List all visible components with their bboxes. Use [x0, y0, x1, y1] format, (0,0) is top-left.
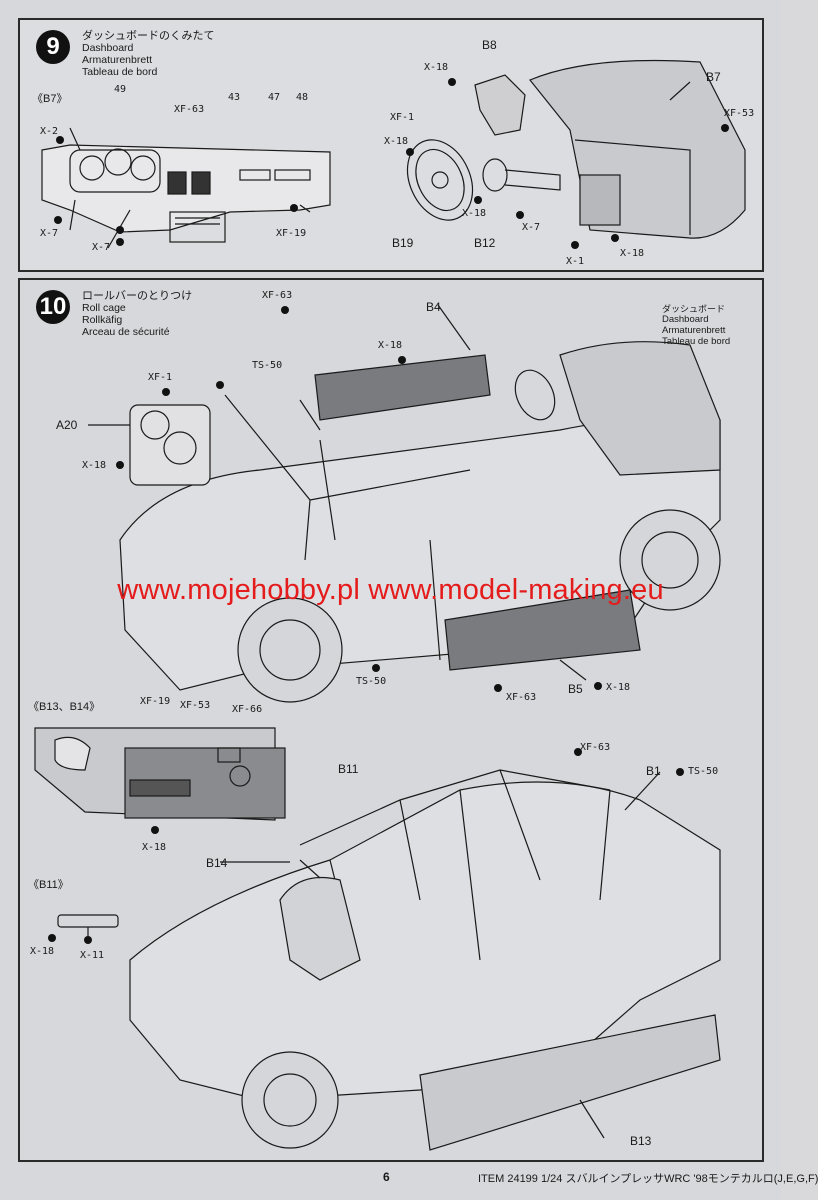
- callout-xf53-b: XF-53: [180, 700, 211, 711]
- step-10-title-de: Rollkäfig: [82, 314, 123, 326]
- callout-xf66: XF-66: [232, 704, 263, 715]
- watermark: www.mojehobby.pl www.model-making.eu: [117, 574, 664, 606]
- b7-view-label: 《B7》: [32, 93, 68, 105]
- callout-x11: X-11: [80, 950, 105, 961]
- page-number: 6: [383, 1170, 390, 1184]
- callout-b12: B12: [474, 236, 496, 250]
- callout-x18-f: X-18: [82, 460, 107, 471]
- callout-b5: B5: [568, 682, 583, 696]
- callout-xf19-b: XF-19: [140, 696, 171, 707]
- callout-x18-e: X-18: [378, 340, 403, 351]
- callout-b8: B8: [482, 38, 497, 52]
- callout-x18-b: X-18: [384, 136, 409, 147]
- step-9-title-en: Dashboard: [82, 42, 134, 54]
- step-10-panel: [18, 278, 764, 1162]
- step-10-title-fr: Arceau de sécurité: [82, 326, 170, 338]
- step-9-title-de: Armaturenbrett: [82, 54, 153, 66]
- step-9-title-jp: ダッシュボードのくみたて: [82, 29, 215, 42]
- callout-x2: X-2: [40, 126, 59, 137]
- dash-label-fr: Tableau de bord: [662, 336, 731, 347]
- item-footer: ITEM 24199 1/24 スバルインプレッサWRC '98モンテカルロ(J…: [478, 1173, 818, 1185]
- step-10-title-jp: ロールバーのとりつけ: [82, 289, 193, 302]
- callout-x18-g: X-18: [606, 682, 631, 693]
- callout-xf53: XF-53: [724, 108, 755, 119]
- callout-a20: A20: [56, 418, 78, 432]
- step-10-title-en: Roll cage: [82, 302, 126, 314]
- callout-x18-d: X-18: [620, 248, 645, 259]
- callout-xf1: XF-1: [390, 112, 415, 123]
- callout-x18-h: X-18: [142, 842, 167, 853]
- callout-x7-b: X-7: [92, 242, 111, 253]
- dash-label-jp: ダッシュボード: [662, 305, 726, 315]
- callout-b11: B11: [338, 762, 359, 776]
- callout-x18-i: X-18: [30, 946, 55, 957]
- step-9-title-fr: Tableau de bord: [82, 66, 158, 78]
- callout-xf1-b: XF-1: [148, 372, 173, 383]
- dash-label-en: Dashboard: [662, 314, 709, 325]
- callout-b4: B4: [426, 300, 441, 314]
- callout-b7: B7: [706, 70, 721, 84]
- callout-x7-c: X-7: [522, 222, 541, 233]
- callout-b14: B14: [206, 856, 228, 870]
- callout-b19: B19: [392, 236, 414, 250]
- callout-ts50-a: TS-50: [252, 360, 283, 371]
- step-9-number: 9: [36, 30, 70, 64]
- instruction-page: 9 ダッシュボードのくみたて Dashboard Armaturenbrett …: [18, 18, 818, 1185]
- callout-x7-a: X-7: [40, 228, 59, 239]
- callout-b13: B13: [630, 1134, 652, 1148]
- callout-ts50-c: TS-50: [688, 766, 719, 777]
- step-10-number: 10: [36, 290, 70, 324]
- callout-xf63-d: XF-63: [580, 742, 611, 753]
- callout-43: 43: [228, 92, 241, 103]
- callout-x1: X-1: [566, 256, 585, 267]
- callout-xf63-c: XF-63: [506, 692, 537, 703]
- b13-b14-view-label: 《B13、B14》: [28, 701, 101, 713]
- callout-x18-a: X-18: [424, 62, 449, 73]
- callout-xf63-b: XF-63: [262, 290, 293, 301]
- diagram-drawings: [34, 59, 746, 1151]
- callout-xf63-a: XF-63: [174, 104, 205, 115]
- callout-47: 47: [268, 92, 281, 103]
- callout-48: 48: [296, 92, 309, 103]
- callout-49: 49: [114, 84, 127, 95]
- b11-view-label: 《B11》: [28, 879, 69, 891]
- callout-x18-c: X-18: [462, 208, 487, 219]
- callout-xf19: XF-19: [276, 228, 307, 239]
- dash-label-de: Armaturenbrett: [662, 325, 726, 336]
- callout-b1: B1: [646, 764, 661, 778]
- callout-ts50-b: TS-50: [356, 676, 387, 687]
